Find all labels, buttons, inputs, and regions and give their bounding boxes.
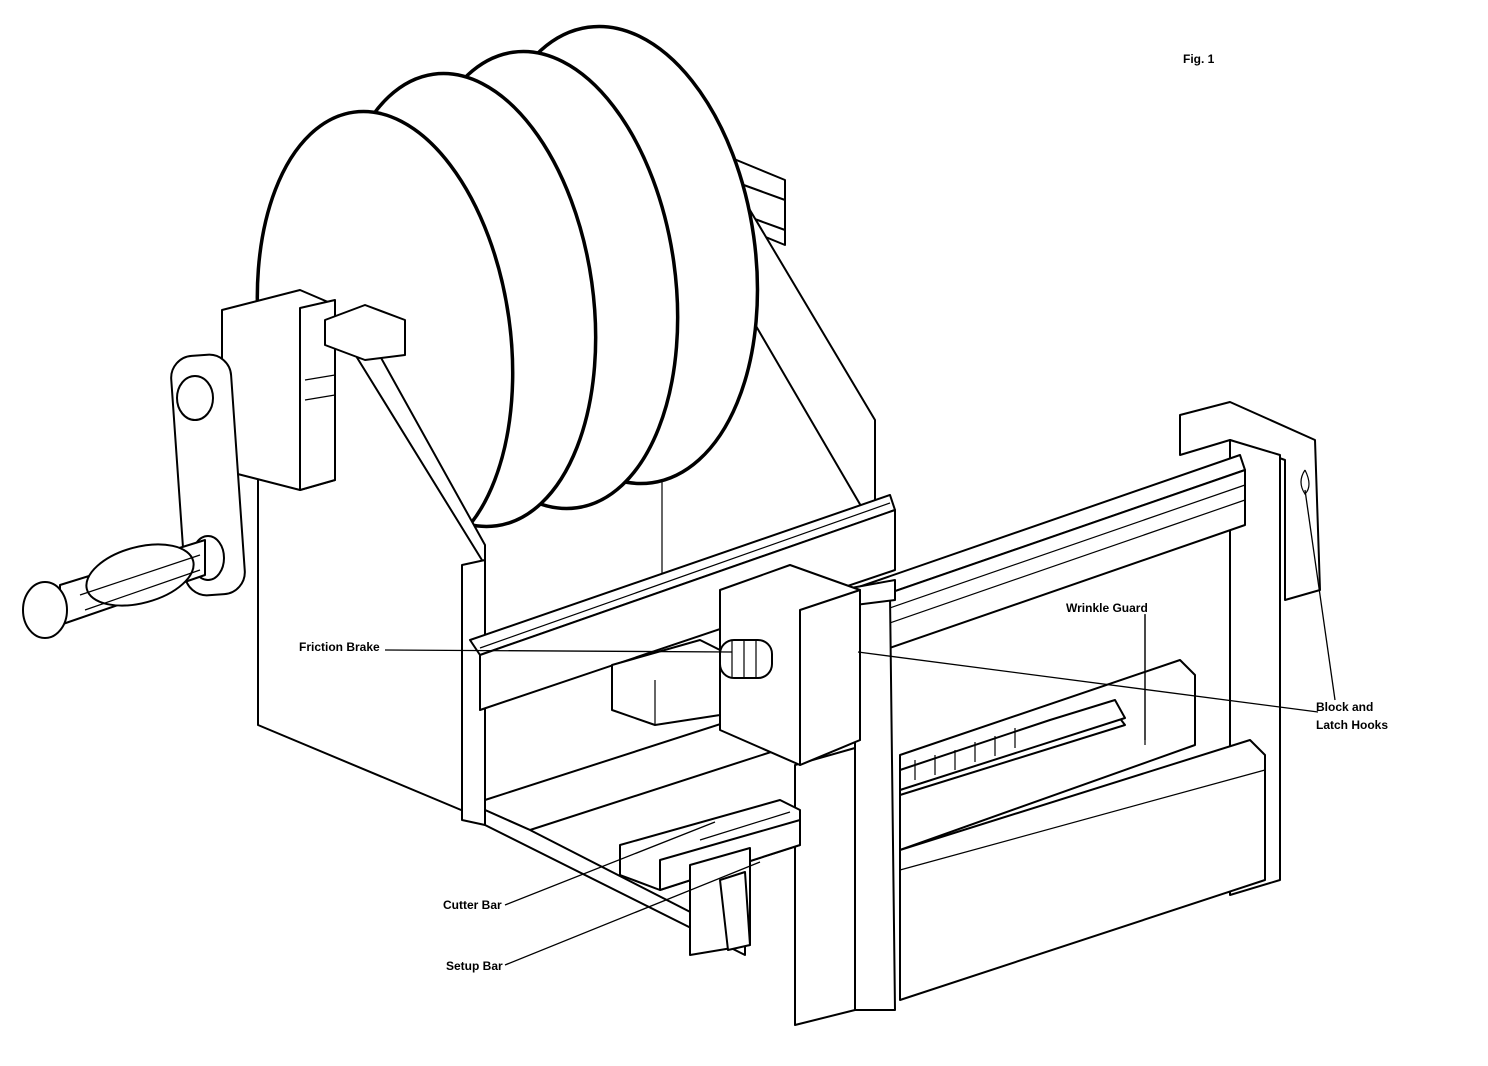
label-block-latch-line2: Latch Hooks	[1316, 718, 1388, 732]
label-block-latch-line1: Block and	[1316, 700, 1373, 714]
leader-setup-bar	[504, 861, 761, 966]
figure-label: Fig. 1	[1183, 52, 1215, 66]
crank-handle	[22, 353, 246, 639]
label-friction-brake: Friction Brake	[299, 640, 380, 654]
right-frame	[849, 401, 1321, 1001]
cutter-setup-bars	[619, 799, 801, 956]
label-setup-bar: Setup Bar	[446, 959, 503, 973]
left-frame	[221, 289, 486, 826]
label-cutter-bar: Cutter Bar	[443, 898, 502, 912]
label-wrinkle-guard: Wrinkle Guard	[1066, 601, 1148, 615]
leader-lines	[384, 489, 1336, 966]
leader-block-latch-rear	[1304, 489, 1336, 701]
leader-cutter-bar	[504, 821, 716, 906]
latch-hooks-row	[899, 699, 1126, 791]
leader-friction-brake	[384, 649, 733, 653]
front-post	[794, 469, 1310, 1026]
brake-assembly	[611, 564, 861, 766]
leader-block-latch	[857, 651, 1319, 713]
brake-rail	[469, 494, 896, 711]
